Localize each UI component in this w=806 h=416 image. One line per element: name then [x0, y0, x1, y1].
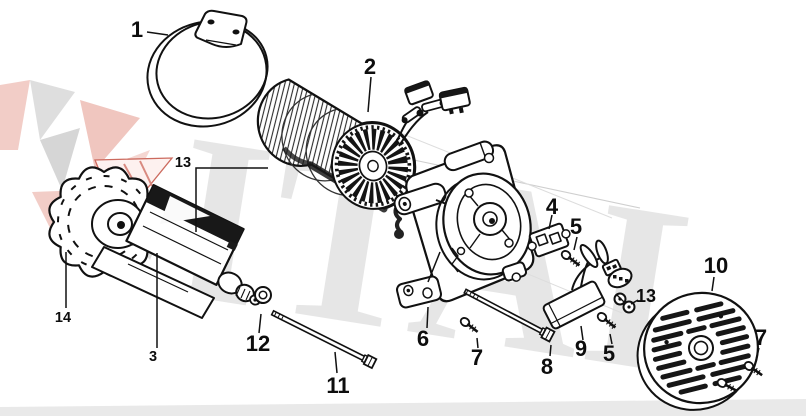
part-screw-5b	[596, 312, 617, 329]
callout-labels: 1 2 13 14 3 12 11 6 7 8 9 5 13 4 5 10 7	[55, 17, 767, 398]
part-housing	[393, 140, 535, 309]
callout-5b: 5	[603, 341, 615, 366]
callout-13a: 13	[175, 155, 191, 171]
callout-10: 10	[704, 253, 728, 278]
part-screw-7c	[716, 378, 737, 392]
part-screw-5a	[560, 250, 581, 267]
callout-12: 12	[246, 331, 270, 356]
part-screw-7b	[743, 361, 763, 377]
callout-7a: 7	[471, 345, 483, 370]
part-brush-holder	[527, 222, 571, 258]
leader-lines	[65, 31, 760, 374]
callout-2: 2	[364, 54, 376, 79]
callout-11: 11	[326, 373, 349, 398]
callout-9: 9	[575, 336, 587, 361]
part-nut-12	[254, 286, 272, 305]
callout-8: 8	[541, 354, 553, 379]
part-band-clamp	[146, 9, 269, 128]
callout-3: 3	[149, 349, 157, 365]
callout-6: 6	[417, 326, 429, 351]
callout-1: 1	[131, 17, 143, 42]
callout-4: 4	[546, 194, 559, 219]
part-bolt-11	[270, 309, 378, 370]
part-screw-7a	[459, 317, 479, 333]
part-regulator	[542, 239, 633, 330]
watermark-bottom-band	[0, 399, 806, 416]
callout-7b: 7	[755, 325, 767, 350]
callout-5a: 5	[570, 214, 582, 239]
part-bolt-8	[463, 288, 556, 343]
part-stator-wire-connectors	[393, 80, 471, 239]
callout-14: 14	[55, 310, 71, 326]
part-stator	[256, 78, 417, 213]
callout-13b: 13	[636, 286, 656, 306]
part-rotor-core	[91, 184, 261, 319]
